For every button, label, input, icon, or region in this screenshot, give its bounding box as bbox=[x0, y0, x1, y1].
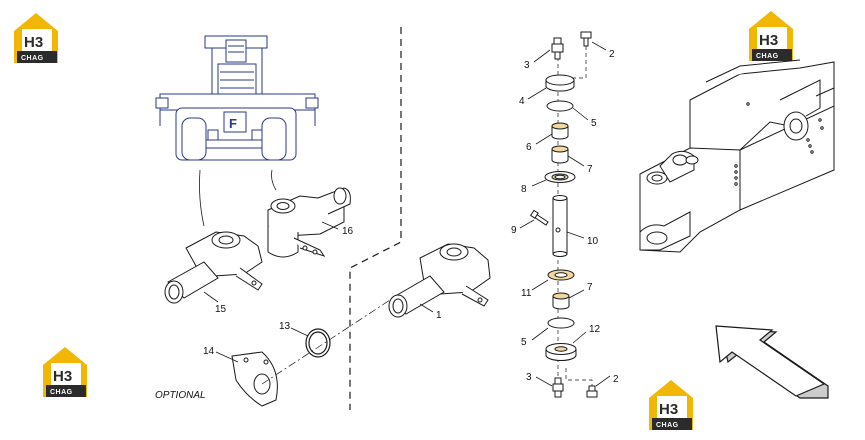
callout-14: 14 bbox=[203, 346, 215, 357]
leader-9 bbox=[519, 219, 535, 229]
leader-13 bbox=[290, 327, 309, 337]
frame-iso-view bbox=[639, 59, 835, 253]
forward-direction-arrow bbox=[715, 325, 829, 399]
logo-bottom-left: H3 CHAG bbox=[43, 347, 87, 397]
part-2-bolt-bottom bbox=[586, 385, 598, 398]
callout-4: 4 bbox=[519, 96, 525, 107]
logo-top-right: H3 CHAG bbox=[749, 11, 793, 61]
logo-text: H3 bbox=[24, 34, 43, 51]
leader-8 bbox=[531, 179, 547, 187]
part-3-grease-fitting-bottom bbox=[552, 377, 564, 398]
callout-9: 9 bbox=[511, 225, 517, 236]
part-4-cap bbox=[545, 74, 575, 92]
logo-subtext: CHAG bbox=[21, 55, 44, 62]
leader-16 bbox=[321, 221, 339, 230]
part-2-bolt-top bbox=[580, 31, 592, 47]
logo-text: H3 bbox=[759, 32, 778, 49]
option-divider bbox=[349, 27, 402, 410]
leader-7-top bbox=[567, 155, 585, 167]
leader-2-top bbox=[591, 41, 607, 51]
callout-1: 1 bbox=[436, 310, 442, 321]
callout-12: 12 bbox=[589, 324, 601, 335]
leader-1 bbox=[419, 303, 434, 313]
leader-3-top bbox=[533, 49, 551, 63]
svg-text:F: F bbox=[229, 116, 237, 131]
part-3-grease-fitting-top bbox=[551, 37, 564, 60]
leader-lines bbox=[199, 169, 277, 227]
leader-10 bbox=[566, 231, 585, 239]
callout-10: 10 bbox=[587, 236, 599, 247]
logo-subtext: CHAG bbox=[50, 389, 73, 396]
leader-12 bbox=[572, 331, 587, 344]
leader-14 bbox=[215, 351, 239, 363]
part-5-shim-bottom bbox=[547, 317, 575, 329]
callout-5-top: 5 bbox=[591, 118, 597, 129]
callout-13: 13 bbox=[279, 321, 291, 332]
part-13-seal-ring bbox=[305, 328, 331, 358]
logo-top-left: H3 CHAG bbox=[14, 13, 58, 63]
logo-text: H3 bbox=[53, 368, 72, 385]
leader-11 bbox=[531, 279, 549, 291]
callout-15: 15 bbox=[215, 304, 227, 315]
logo-subtext: CHAG bbox=[756, 53, 779, 60]
callout-2-top: 2 bbox=[609, 49, 615, 60]
leader-7-bottom bbox=[568, 289, 585, 299]
part-15-pivot-housing bbox=[164, 231, 263, 304]
part-16-pivot-housing bbox=[267, 187, 351, 258]
optional-label: OPTIONAL bbox=[155, 390, 206, 401]
callout-6: 6 bbox=[526, 142, 532, 153]
callout-7-bottom: 7 bbox=[587, 282, 593, 293]
loader-rear-view: F bbox=[155, 35, 319, 161]
leader-4 bbox=[527, 87, 547, 100]
logo-subtext: CHAG bbox=[656, 422, 679, 429]
part-10-pivot-pin bbox=[552, 195, 568, 257]
callout-11: 11 bbox=[521, 288, 532, 299]
assembly-axis bbox=[261, 299, 391, 385]
logo-text: H3 bbox=[659, 401, 678, 418]
leader-15 bbox=[203, 291, 219, 303]
part-12-cap-bottom bbox=[545, 343, 577, 361]
callout-7-top: 7 bbox=[587, 164, 593, 175]
part-9-bolt bbox=[529, 209, 549, 226]
callout-2-bottom: 2 bbox=[613, 374, 619, 385]
part-5-shim-top bbox=[546, 100, 574, 112]
part-14-plate bbox=[231, 351, 278, 407]
logo-bottom-right: H3 CHAG bbox=[649, 380, 693, 430]
part-7-bearing-top bbox=[551, 145, 569, 164]
callout-16: 16 bbox=[342, 226, 354, 237]
leader-3-bottom bbox=[535, 376, 553, 387]
callout-8: 8 bbox=[521, 184, 527, 195]
leader-6 bbox=[535, 133, 553, 145]
part-6-bushing bbox=[551, 122, 569, 140]
part-8-seal bbox=[544, 171, 576, 183]
leader-5-bottom bbox=[531, 327, 549, 341]
leader-2-bottom bbox=[595, 375, 611, 387]
part-1-pivot-housing bbox=[388, 243, 491, 318]
leader-5-top bbox=[572, 107, 589, 121]
callout-5-bottom: 5 bbox=[521, 337, 527, 348]
part-7-bearing-bottom bbox=[552, 292, 570, 310]
callout-3-bottom: 3 bbox=[526, 372, 532, 383]
part-11-thrust-washer bbox=[547, 269, 575, 281]
callout-3-top: 3 bbox=[524, 60, 530, 71]
